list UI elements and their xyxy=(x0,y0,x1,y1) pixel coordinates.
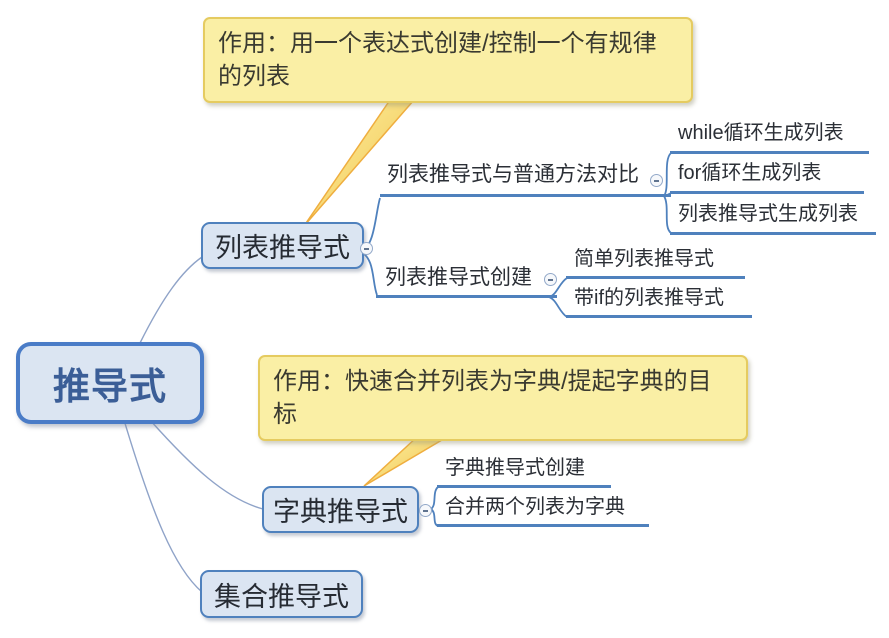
minus-glyph xyxy=(364,247,369,250)
root-to-list-curve xyxy=(139,256,203,344)
topic-list-comprehension-create[interactable]: 列表推导式创建 xyxy=(376,265,557,298)
create-to-withif-curve xyxy=(548,296,568,318)
compare-to-while-curve xyxy=(663,152,672,197)
branch-set-comprehension[interactable]: 集合推导式 xyxy=(200,570,363,618)
root-to-set-curve xyxy=(123,419,203,593)
minus-glyph xyxy=(654,179,659,182)
dict-to-dictcreate-curve xyxy=(430,486,439,510)
callout-tail-dict-note xyxy=(363,436,450,487)
note-list-usage[interactable]: 作用：用一个表达式创建/控制一个有规律的列表 xyxy=(203,17,693,103)
branch-list-comprehension[interactable]: 列表推导式 xyxy=(201,222,364,269)
compare-to-listgen-curve xyxy=(663,195,672,234)
collapse-minus-icon-create[interactable] xyxy=(544,273,557,286)
topic-list-comprehension-with-if[interactable]: 带if的列表推导式 xyxy=(566,286,752,318)
note-dict-usage[interactable]: 作用：快速合并列表为字典/提起字典的目标 xyxy=(258,355,748,441)
branch-dict-comprehension[interactable]: 字典推导式 xyxy=(262,486,419,533)
collapse-minus-icon-list-branch[interactable] xyxy=(360,242,373,255)
minus-glyph xyxy=(423,509,428,512)
root-to-dict-curve xyxy=(149,419,264,510)
topic-merge-two-lists-to-dict[interactable]: 合并两个列表为字典 xyxy=(437,495,649,527)
minus-glyph xyxy=(548,278,553,281)
dict-to-merge-curve xyxy=(430,508,439,527)
topic-for-loop-generate-list[interactable]: for循环生成列表 xyxy=(670,161,864,194)
topic-dict-comprehension-create[interactable]: 字典推导式创建 xyxy=(437,456,611,488)
topic-simple-list-comprehension[interactable]: 简单列表推导式 xyxy=(566,247,745,279)
collapse-minus-icon-dict-branch[interactable] xyxy=(419,504,432,517)
root-topic[interactable]: 推导式 xyxy=(16,342,204,424)
collapse-minus-icon-compare[interactable] xyxy=(650,174,663,187)
topic-compare-with-normal-methods[interactable]: 列表推导式与普通方法对比 xyxy=(380,162,671,197)
topic-while-loop-generate-list[interactable]: while循环生成列表 xyxy=(670,121,869,154)
topic-list-comprehension-generate-list[interactable]: 列表推导式生成列表 xyxy=(670,202,876,235)
